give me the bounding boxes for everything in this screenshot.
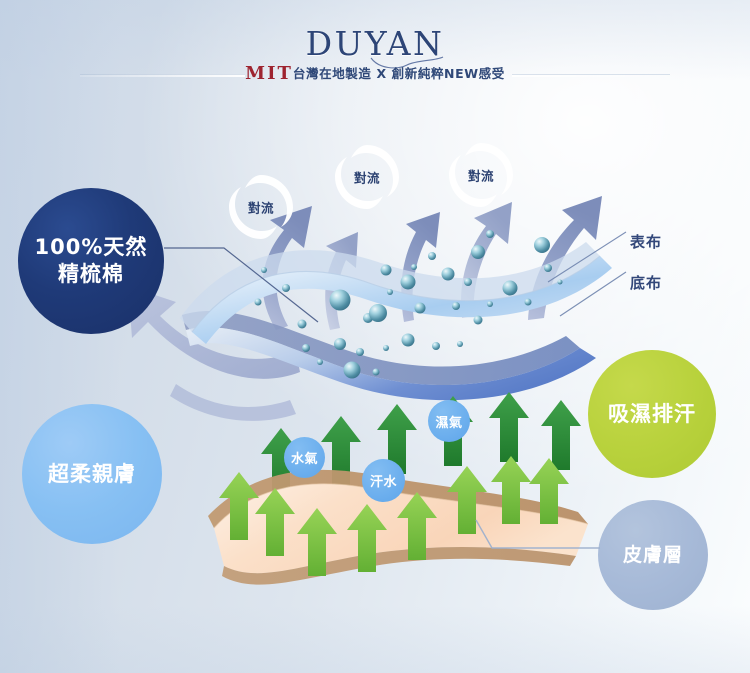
swirl-icon [229,175,293,239]
callout-line-base [559,271,627,317]
feature-label: 超柔親膚 [48,461,136,486]
vapor-label: 水氣 [290,452,318,467]
feature-bubble-skin-layer: 皮膚層 [598,500,708,610]
vapor-bubble-water-vapor: 水氣 [284,437,325,478]
label-base-fabric: 底布 [630,274,663,292]
airflow-arrow-1 [262,206,312,330]
convection-swirl-3: 對流 [444,138,518,212]
moisture-droplets [254,230,563,379]
callout-line-skin [475,519,600,549]
vapor-bubble-sweat: 汗水 [362,459,405,502]
feature-label-line2: 精梳棉 [57,262,124,286]
convection-swirl-2: 對流 [330,140,404,214]
convection-swirl-1: 對流 [224,170,298,244]
surface-fabric-sheet [180,242,612,344]
convection-label: 對流 [247,200,274,216]
feature-label: 吸濕排汗 [608,401,696,426]
vapor-label: 汗水 [369,475,397,490]
swirl-icon [449,143,513,207]
callout-line-surface [547,231,627,283]
header-rule-right [512,74,670,77]
feature-bubble-moisture-wicking: 吸濕排汗 [588,350,716,478]
feature-bubble-natural-cotton: 100%天然 精梳棉 [18,188,164,334]
logo-swash-decoration [370,56,444,69]
tagline: MIT台灣在地製造 X 創新純粹NEW感受 [0,63,750,84]
convection-label: 對流 [467,168,494,184]
base-fabric-sheet [182,310,596,401]
brand-logo: DUYAN [305,24,445,63]
vapor-label: 濕氣 [435,415,463,431]
label-surface-fabric: 表布 [630,233,663,251]
feature-label: 皮膚層 [622,543,683,566]
header-rule-left [80,74,245,77]
feature-bubble-soft-skin-friendly: 超柔親膚 [22,404,162,544]
convection-label: 對流 [353,170,380,186]
airflow-arrow-left-lower [170,384,296,421]
vapor-bubble-humidity: 濕氣 [428,400,470,442]
feature-label-line1: 100%天然 [34,235,148,260]
wicking-arrows-front [219,456,569,576]
swirl-icon [335,145,399,209]
header: DUYAN MIT台灣在地製造 X 創新純粹NEW感受 [0,0,750,100]
tagline-chinese: 台灣在地製造 X 創新純粹NEW感受 [292,66,505,81]
callout-line-cotton [164,247,319,323]
tagline-mit: MIT [245,63,293,84]
